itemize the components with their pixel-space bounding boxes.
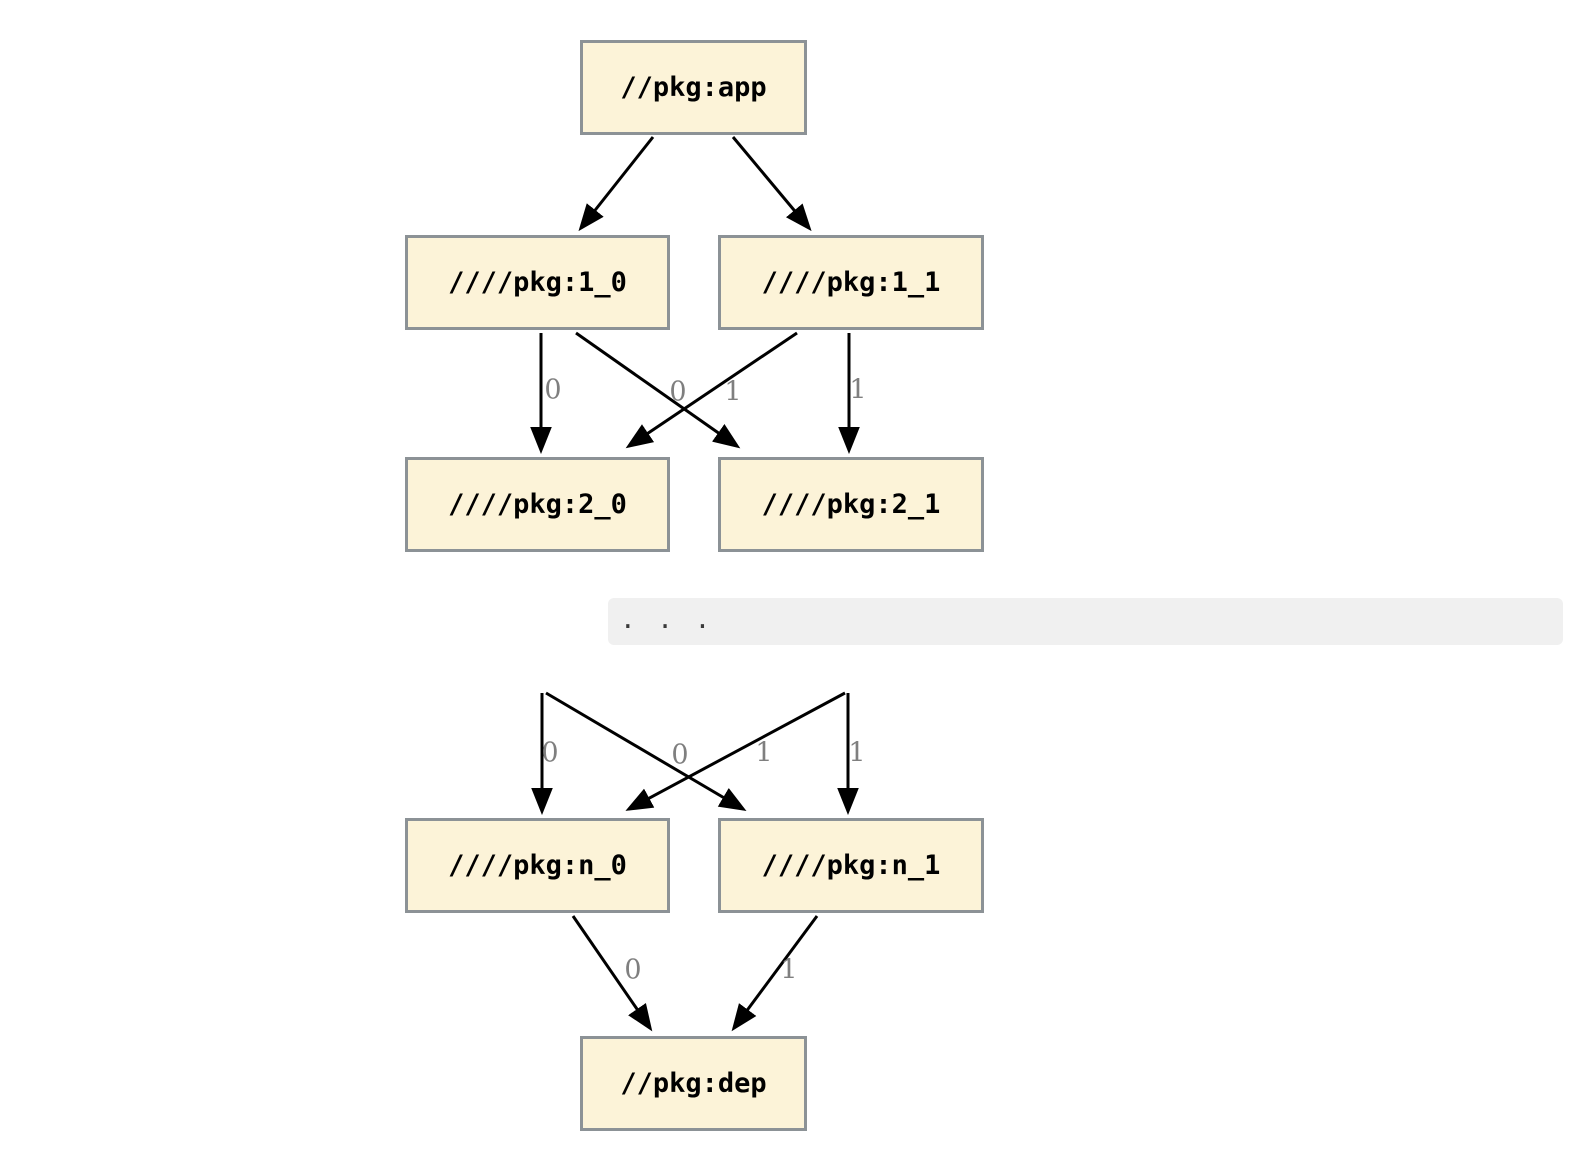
node-pkg-app-label: //pkg:app [620, 72, 767, 103]
node-pkg-2-1: ////pkg:2_1 [718, 457, 984, 552]
edge-label-1-0-to-2-1: 1 [724, 376, 742, 408]
edge-1-0-to-2-1 [575, 331, 741, 449]
node-pkg-dep-label: //pkg:dep [620, 1068, 767, 1099]
edge-label-top-to-n-0: 0 [541, 737, 559, 769]
edge-label-n-1-to-dep: 1 [780, 954, 798, 986]
node-pkg-2-0: ////pkg:2_0 [405, 457, 670, 552]
node-pkg-1-1: ////pkg:1_1 [718, 235, 984, 330]
edge-app-to-1-1 [731, 136, 812, 232]
node-pkg-n-1: ////pkg:n_1 [718, 818, 984, 913]
edge-label-1-1-to-2-1: 1 [849, 374, 867, 406]
edge-label-n-0-to-dep: 0 [624, 954, 642, 986]
edge-label-top-to-n-1: 1 [848, 737, 866, 769]
edge-app-to-1-0 [578, 136, 655, 232]
edge-label-1-1-to-2-0: 0 [669, 376, 687, 408]
node-pkg-n-0-label: ////pkg:n_0 [448, 850, 627, 881]
ellipsis-band: . . . [608, 598, 1563, 645]
node-pkg-1-0: ////pkg:1_0 [405, 235, 670, 330]
node-pkg-1-0-label: ////pkg:1_0 [448, 267, 627, 298]
node-pkg-2-0-label: ////pkg:2_0 [448, 489, 627, 520]
edge-cross-to-n-1 [545, 691, 747, 812]
edge-cross-to-n-0 [625, 691, 846, 811]
node-pkg-2-1-label: ////pkg:2_1 [761, 489, 941, 520]
node-pkg-n-0: ////pkg:n_0 [405, 818, 670, 913]
node-pkg-1-1-label: ////pkg:1_1 [761, 267, 941, 298]
node-pkg-dep: //pkg:dep [580, 1036, 807, 1131]
ellipsis-dots: . . . [620, 605, 714, 635]
edge-n-0-to-dep [571, 915, 653, 1032]
edge-n-1-to-dep [731, 915, 819, 1032]
edge-label-cross-to-n-0: 0 [671, 739, 689, 771]
edge-1-1-to-2-0 [625, 331, 798, 449]
node-pkg-n-1-label: ////pkg:n_1 [761, 850, 941, 881]
edge-label-1-0-to-2-0: 0 [544, 374, 562, 406]
edge-label-cross-to-n-1: 1 [755, 737, 773, 769]
node-pkg-app: //pkg:app [580, 40, 807, 135]
